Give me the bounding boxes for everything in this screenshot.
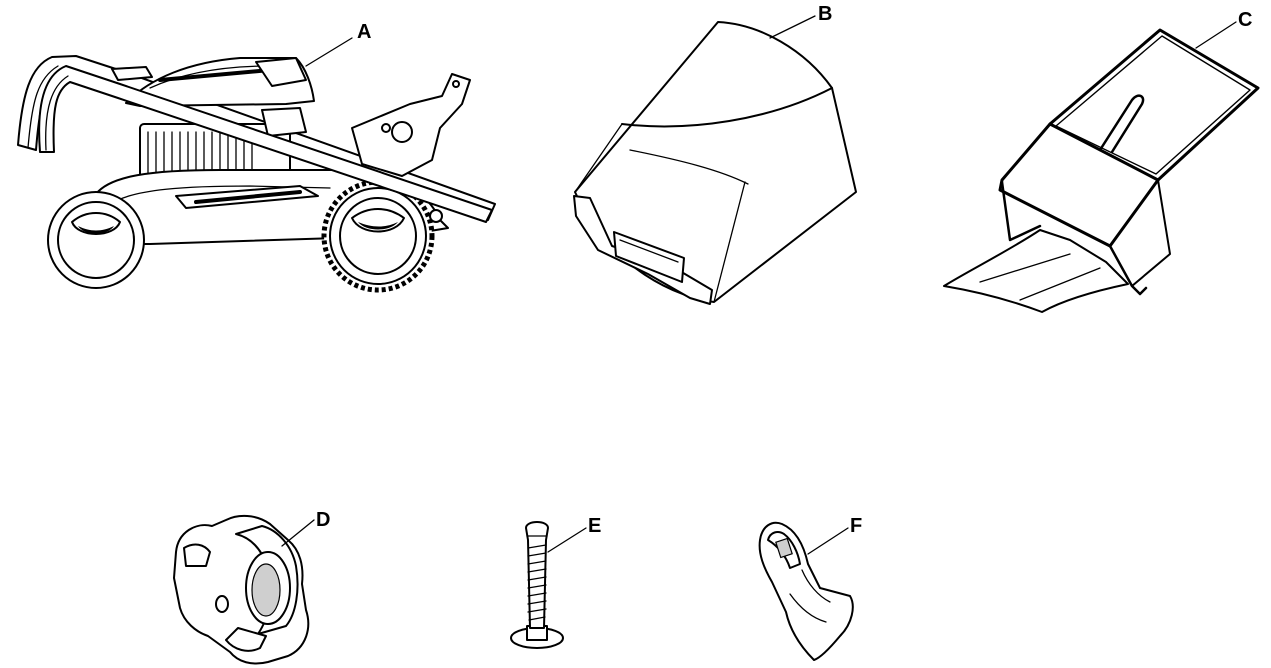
clip-icon: F	[758, 515, 862, 661]
grass-bag-frame-icon: C	[943, 9, 1260, 313]
label-c: C	[1238, 9, 1252, 31]
label-b: B	[818, 3, 832, 25]
lawn-mower-icon: A	[17, 21, 496, 293]
bolt-icon: E	[510, 515, 601, 649]
label-e: E	[588, 515, 601, 537]
label-a: A	[357, 21, 371, 43]
label-f: F	[850, 515, 862, 537]
label-d: D	[316, 509, 330, 531]
grass-bag-icon: B	[573, 3, 857, 305]
knob-icon: D	[173, 509, 330, 665]
